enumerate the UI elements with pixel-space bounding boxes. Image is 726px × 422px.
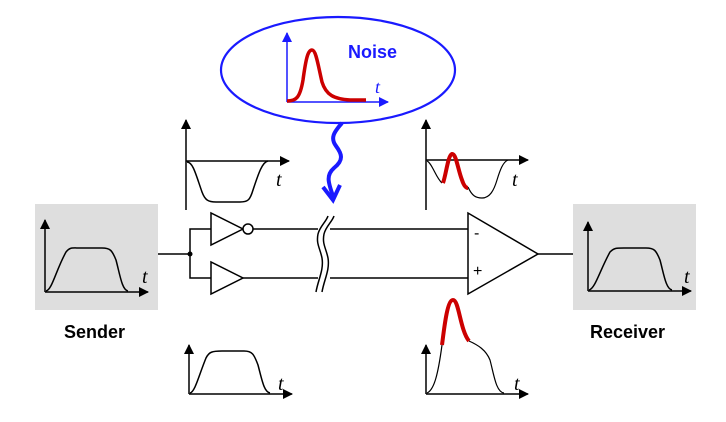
sender-box — [35, 204, 158, 310]
non-inverted-signal-plot: t — [184, 344, 293, 399]
inverted-waveform — [186, 160, 269, 203]
noise-on-inverted — [441, 152, 469, 190]
inverted-signal-plot: t — [181, 119, 290, 210]
non-inverting-driver — [210, 260, 245, 296]
receiver-box — [573, 204, 696, 310]
split-wire — [189, 228, 211, 279]
sender-block: t — [35, 204, 158, 310]
receiver-amplifier — [467, 211, 540, 296]
receiver-waveform — [588, 247, 673, 291]
non-inverted-waveform — [189, 350, 271, 394]
sender-t-label: t — [142, 266, 148, 288]
noise-coupling-arrow — [326, 121, 344, 197]
plus-input-label: + — [473, 263, 482, 280]
t-label: t — [278, 373, 284, 395]
sender-waveform — [45, 247, 129, 292]
t-label: t — [276, 169, 282, 191]
noisy-non-inverted-plot: t — [421, 297, 529, 399]
sender-label: Sender — [64, 322, 125, 342]
noise-ellipse — [219, 15, 457, 125]
noise-arrow-head-icon — [321, 184, 342, 204]
receiver-t-label: t — [684, 266, 690, 288]
line-break-symbol — [315, 215, 335, 293]
minus-input-label: - — [474, 225, 479, 242]
inverting-driver — [210, 211, 245, 247]
noise-on-non-inverted — [440, 297, 471, 346]
noise-t-label: t — [375, 77, 381, 97]
noise-pulse — [286, 48, 366, 103]
t-label: t — [514, 373, 520, 395]
noise-label: Noise — [348, 42, 397, 62]
noise-source: t Noise — [219, 15, 457, 125]
receiver-block: t — [573, 204, 696, 310]
t-label: t — [512, 169, 518, 191]
inverter-bubble — [242, 223, 254, 235]
noisy-inverted-plot: t — [421, 119, 529, 210]
receiver-label: Receiver — [590, 322, 665, 342]
